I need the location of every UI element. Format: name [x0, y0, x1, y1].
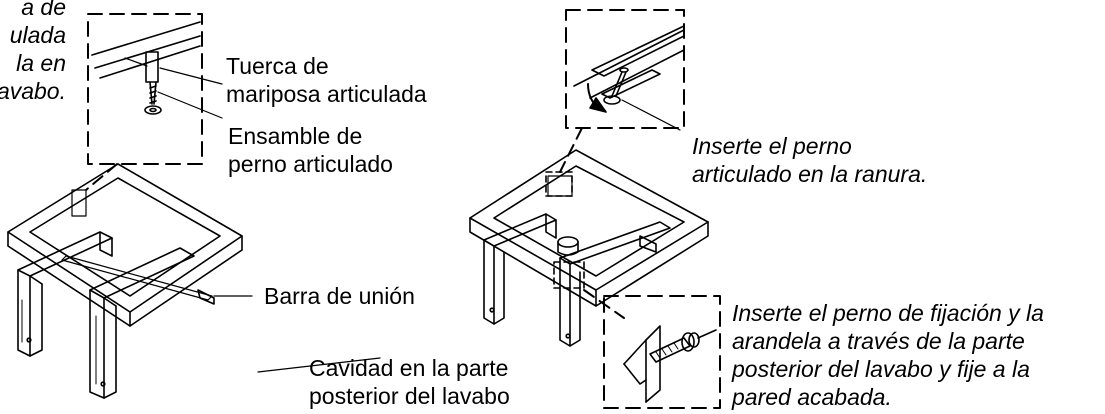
insert-anchor-line-2: arandela a través de la parte	[732, 328, 1025, 354]
insert-anchor-label: Inserte el perno de fijación y la arande…	[732, 299, 1044, 411]
detail-inset-wing-nut	[87, 13, 203, 165]
insert-slot-label: Inserte el perno articulado en la ranura…	[692, 132, 927, 188]
bolt-assembly-line-1: Ensamble de	[228, 123, 363, 149]
inset-connector-right-top	[559, 127, 583, 173]
leader-cavity	[257, 357, 381, 373]
callout-box-slot	[545, 171, 573, 197]
bolt-assembly-line-2: perno articulado	[228, 151, 393, 177]
insert-anchor-line-4: pared acabada.	[732, 384, 892, 410]
slot-detail	[573, 25, 685, 111]
leader-wing-nut	[159, 67, 223, 85]
leader-bolt-assembly	[157, 91, 223, 119]
cavity-line-1: Cavidad en la parte	[309, 355, 509, 381]
callout-box-anchor	[553, 261, 585, 289]
insert-anchor-line-3: posterior del lavabo y fije a la	[732, 356, 1030, 382]
insert-anchor-line-1: Inserte el perno de fijación y la	[732, 300, 1044, 326]
wing-nut-label: Tuerca de mariposa articulada	[226, 52, 427, 108]
wing-nut-line-1: Tuerca de	[226, 53, 329, 79]
wing-nut-detail	[91, 21, 201, 115]
cut-note-line-3: la en	[16, 50, 66, 76]
support-frame-left	[17, 231, 215, 399]
cut-note-line-4: avabo.	[0, 78, 66, 104]
arrow-icon	[589, 97, 607, 113]
lavatory-slab-left	[7, 163, 243, 327]
tie-bar-label: Barra de unión	[264, 283, 415, 309]
cut-note-label: a de ulada la en avabo.	[0, 0, 66, 105]
insert-slot-line-1: Inserte el perno	[692, 133, 852, 159]
anchor-bolt-detail	[623, 325, 717, 403]
cavity-line-2: posterior del lavabo	[309, 383, 510, 409]
bolt-assembly-label: Ensamble de perno articulado	[228, 122, 393, 178]
lavatory-slab-right	[469, 149, 709, 307]
detail-inset-anchor	[603, 295, 721, 409]
insert-slot-line-2: articulado en la ranura.	[692, 161, 928, 187]
wing-nut-line-2: mariposa articulada	[226, 81, 427, 107]
cavity-label: Cavidad en la parte posterior del lavabo	[309, 354, 510, 410]
cut-note-line-1: a de	[21, 0, 66, 20]
leader-insert-slot	[621, 99, 681, 131]
detail-inset-slot	[565, 9, 685, 129]
support-frame-right	[483, 213, 671, 347]
cut-note-line-2: ulada	[9, 22, 66, 48]
